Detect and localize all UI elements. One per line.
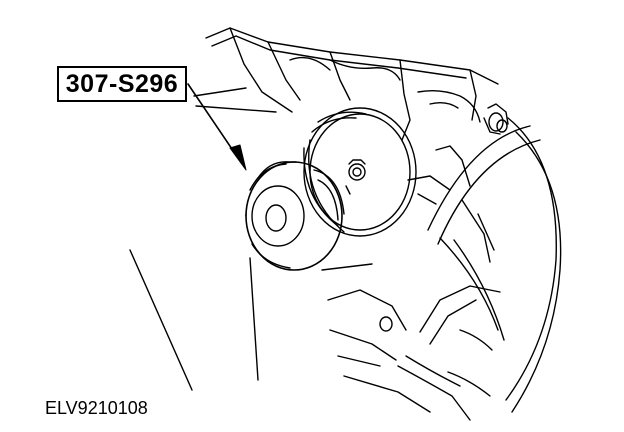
flexplate [397,117,562,421]
mounting-stud [483,103,509,135]
input-hub [303,107,417,237]
lower-case [321,263,431,413]
tool-number-callout: 307-S296 [57,66,187,102]
transmission-case [193,27,499,205]
special-tool-307-S296 [245,161,345,271]
figure-id-label: ELV9210108 [45,398,148,418]
engine-block-edges [129,249,259,391]
callout-leader [187,83,247,171]
